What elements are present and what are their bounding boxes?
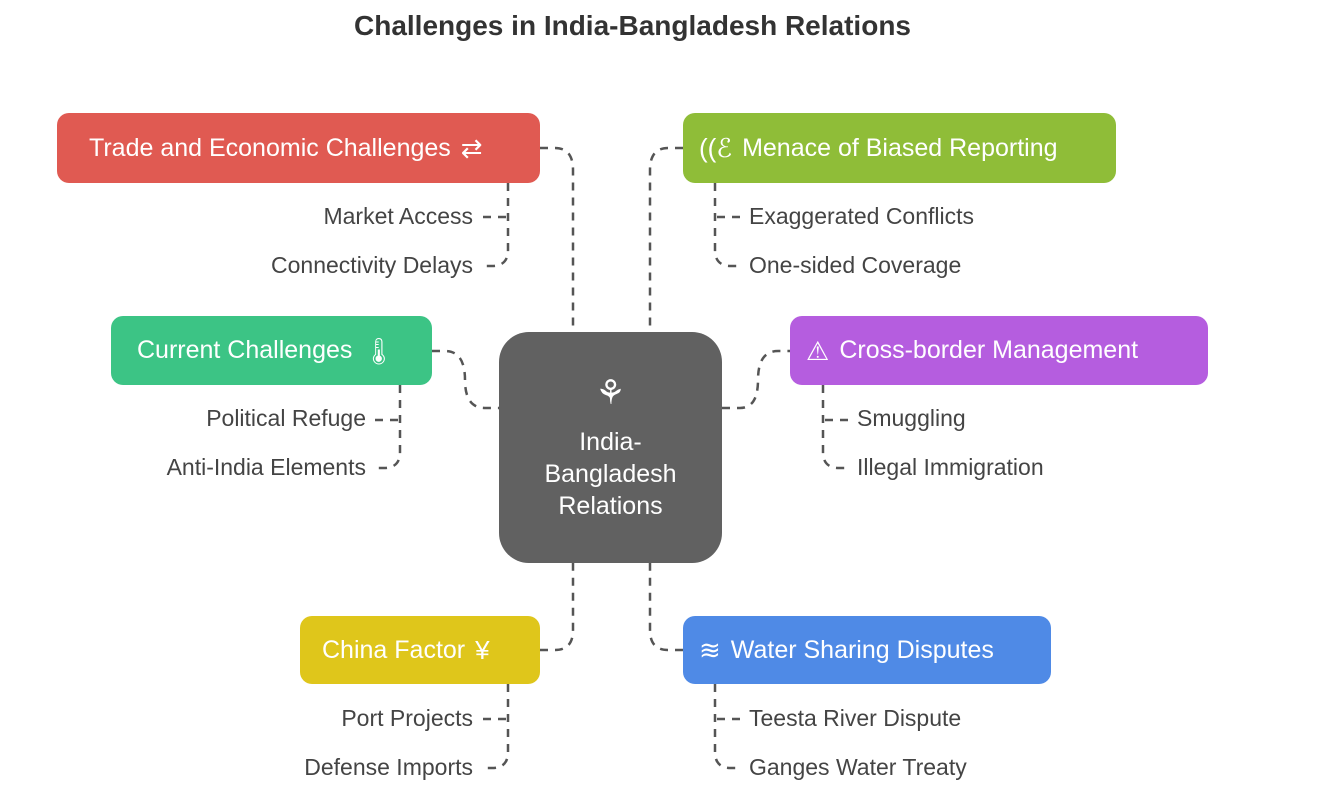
connector-china — [540, 563, 575, 652]
list-item: One-sided Coverage — [749, 252, 962, 278]
central-node: ⚘ India- Bangladesh Relations — [499, 332, 722, 563]
connector-water — [648, 563, 683, 652]
list-item: Teesta River Dispute — [749, 705, 962, 731]
list-item: Connectivity Delays — [271, 252, 473, 278]
central-label: India- — [579, 428, 642, 456]
list-item: Defense Imports — [304, 754, 473, 780]
water-sharing-label: Water Sharing Disputes — [730, 635, 994, 664]
biased-reporting-label: Menace of Biased Reporting — [742, 133, 1058, 162]
globe-thermometer-icon: 🌡 — [362, 335, 396, 366]
list-item: Exaggerated Conflicts — [749, 203, 975, 229]
list-item: Market Access — [323, 203, 473, 229]
cross-border-node: ⚠ Cross-border Management — [790, 316, 1208, 385]
diagram-title: Challenges in India-Bangladesh Relations — [354, 10, 911, 41]
connector-current — [432, 349, 499, 410]
connector-trade — [540, 146, 575, 332]
fence-warning-icon: ⚠ — [806, 335, 830, 366]
list-item: Illegal Immigration — [857, 454, 1044, 480]
connector-reporting — [648, 146, 683, 332]
list-item: Smuggling — [857, 405, 966, 431]
water-pipe-icon: ≋ — [699, 635, 721, 665]
list-item: Political Refuge — [206, 405, 366, 431]
central-label: Bangladesh — [544, 460, 677, 488]
trade-challenges-label: Trade and Economic Challenges — [89, 133, 451, 162]
yuan-badge-icon: ¥ — [475, 635, 490, 665]
lotus-icon: ⚘ — [595, 374, 626, 412]
current-challenges-label: Current Challenges — [137, 336, 353, 364]
china-factor-label: China Factor — [322, 635, 466, 664]
biased-reporting-node: ((ℰ Menace of Biased Reporting — [683, 113, 1116, 183]
list-item: Anti-India Elements — [166, 454, 366, 480]
connector-border — [722, 349, 790, 410]
water-sharing-node: ≋ Water Sharing Disputes — [683, 616, 1051, 684]
ear-icon: ((ℰ — [699, 133, 733, 163]
cross-border-label: Cross-border Management — [839, 336, 1139, 364]
current-challenges-node: Current Challenges 🌡 — [111, 316, 432, 385]
list-item: Ganges Water Treaty — [749, 754, 967, 780]
briefcase-exchange-icon: ⇄ — [460, 133, 483, 163]
trade-challenges-node: Trade and Economic Challenges ⇄ — [57, 113, 540, 183]
china-factor-node: China Factor ¥ — [300, 616, 540, 684]
central-label: Relations — [558, 492, 663, 520]
list-item: Port Projects — [341, 705, 473, 731]
